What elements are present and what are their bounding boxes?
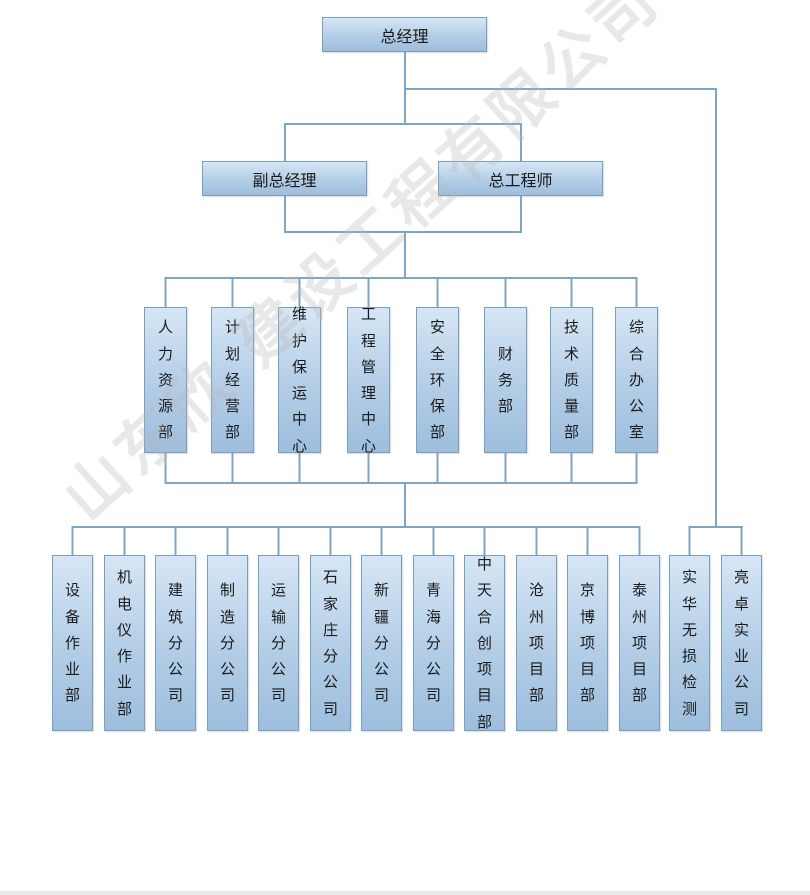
node-department-5: 财务部 (484, 307, 527, 453)
node-unit-5-label: 石家庄分公司 (322, 568, 338, 718)
node-department-4: 安全环保部 (416, 307, 459, 453)
node-unit-7-label: 青海分公司 (425, 581, 441, 705)
node-unit-7: 青海分公司 (413, 555, 454, 731)
node-unit-3: 制造分公司 (207, 555, 248, 731)
node-unit-6-label: 新疆分公司 (373, 581, 389, 705)
node-department-2: 维护保运中心 (278, 305, 321, 455)
node-unit-10: 京博项目部 (567, 555, 608, 731)
node-level2-0-label: 副总经理 (252, 170, 317, 190)
node-department-1: 计划经营部 (211, 307, 254, 453)
node-unit-0: 设备作业部 (52, 555, 93, 731)
node-unit-2-label: 建筑分公司 (167, 581, 183, 705)
node-department-4-label: 安全环保部 (429, 318, 445, 442)
node-department-3-label: 工程管理中心 (360, 305, 376, 455)
node-unit-4: 运输分公司 (258, 555, 299, 731)
node-general-manager-label: 总经理 (380, 26, 429, 46)
node-department-6-label: 技术质量部 (563, 318, 579, 442)
node-department-3: 工程管理中心 (347, 305, 390, 455)
node-level2-1: 总工程师 (438, 161, 603, 196)
node-level2-0: 副总经理 (202, 161, 367, 196)
node-subsidiary-0-label: 实华无损检测 (681, 568, 697, 718)
node-department-5-label: 财务部 (497, 344, 513, 416)
node-subsidiary-1-label: 亮卓实业公司 (733, 568, 749, 718)
node-department-0-label: 人力资源部 (157, 318, 173, 442)
node-unit-3-label: 制造分公司 (219, 581, 235, 705)
node-unit-11-label: 泰州项目部 (631, 581, 647, 705)
node-unit-5: 石家庄分公司 (310, 555, 351, 731)
page-bottom-rule (0, 891, 810, 895)
node-department-0: 人力资源部 (144, 307, 187, 453)
node-unit-1-label: 机电仪作业部 (116, 568, 132, 718)
node-unit-9: 沧州项目部 (516, 555, 557, 731)
node-general-manager: 总经理 (322, 17, 487, 52)
node-level2-1-label: 总工程师 (488, 170, 553, 190)
node-unit-2: 建筑分公司 (155, 555, 196, 731)
node-unit-8-label: 中天合创项目部 (476, 555, 492, 731)
node-unit-0-label: 设备作业部 (64, 581, 80, 705)
node-department-2-label: 维护保运中心 (291, 305, 307, 455)
node-unit-1: 机电仪作业部 (104, 555, 145, 731)
node-unit-9-label: 沧州项目部 (528, 581, 544, 705)
node-department-6: 技术质量部 (550, 307, 593, 453)
node-department-7-label: 综合办公室 (628, 318, 644, 442)
node-unit-8: 中天合创项目部 (464, 555, 505, 731)
node-department-1-label: 计划经营部 (224, 318, 240, 442)
node-subsidiary-1: 亮卓实业公司 (721, 555, 762, 731)
node-department-7: 综合办公室 (615, 307, 658, 453)
node-subsidiary-0: 实华无损检测 (669, 555, 710, 731)
node-unit-4-label: 运输分公司 (270, 581, 286, 705)
node-unit-11: 泰州项目部 (619, 555, 660, 731)
node-unit-6: 新疆分公司 (361, 555, 402, 731)
node-unit-10-label: 京博项目部 (579, 581, 595, 705)
